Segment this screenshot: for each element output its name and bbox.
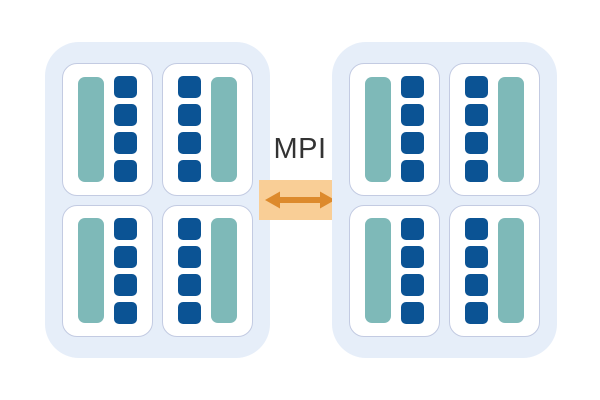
memory-bar xyxy=(211,218,237,324)
core-unit xyxy=(114,104,137,127)
core-unit xyxy=(178,245,201,268)
core-unit xyxy=(178,301,201,324)
core-unit xyxy=(465,104,488,127)
memory-bar xyxy=(365,218,391,324)
core-column xyxy=(178,76,201,183)
socket-left-2 xyxy=(162,63,253,196)
compute-node-left xyxy=(45,42,270,358)
core-unit xyxy=(178,160,201,183)
memory-bar xyxy=(365,76,391,182)
core-unit xyxy=(178,132,201,155)
core-unit xyxy=(114,301,137,324)
core-unit xyxy=(178,273,201,296)
socket-grid-left xyxy=(45,42,270,358)
socket-right-4 xyxy=(449,204,540,337)
socket-grid-right xyxy=(332,42,557,358)
core-unit xyxy=(114,132,137,155)
core-column xyxy=(401,76,424,183)
memory-bar xyxy=(78,76,104,182)
core-column xyxy=(465,76,488,183)
core-unit xyxy=(401,245,424,268)
core-unit xyxy=(401,76,424,99)
core-column xyxy=(114,217,137,324)
compute-node-right xyxy=(332,42,557,358)
core-unit xyxy=(401,301,424,324)
memory-bar xyxy=(78,218,104,324)
core-column xyxy=(114,76,137,183)
socket-right-2 xyxy=(449,63,540,196)
core-unit xyxy=(401,217,424,240)
socket-left-1 xyxy=(62,63,153,196)
core-unit xyxy=(178,104,201,127)
core-unit xyxy=(465,160,488,183)
mpi-link-box xyxy=(259,180,341,220)
socket-left-3 xyxy=(62,204,153,337)
core-unit xyxy=(401,160,424,183)
socket-right-1 xyxy=(349,63,440,196)
socket-right-3 xyxy=(349,204,440,337)
socket-left-4 xyxy=(162,204,253,337)
core-unit xyxy=(465,245,488,268)
core-unit xyxy=(114,273,137,296)
core-unit xyxy=(401,132,424,155)
core-unit xyxy=(178,76,201,99)
core-column xyxy=(401,217,424,324)
mpi-interconnect: MPI xyxy=(259,132,341,220)
memory-bar xyxy=(498,218,524,324)
core-unit xyxy=(114,217,137,240)
core-unit xyxy=(465,76,488,99)
core-unit xyxy=(114,76,137,99)
core-unit xyxy=(465,217,488,240)
core-unit xyxy=(401,273,424,296)
mpi-label: MPI xyxy=(273,133,327,165)
core-unit xyxy=(114,245,137,268)
memory-bar xyxy=(498,76,524,182)
core-unit xyxy=(465,273,488,296)
core-column xyxy=(178,217,201,324)
core-unit xyxy=(401,104,424,127)
core-unit xyxy=(114,160,137,183)
core-unit xyxy=(465,132,488,155)
core-column xyxy=(465,217,488,324)
core-unit xyxy=(178,217,201,240)
core-unit xyxy=(465,301,488,324)
double-headed-horizontal-arrow-icon xyxy=(265,191,335,209)
memory-bar xyxy=(211,76,237,182)
